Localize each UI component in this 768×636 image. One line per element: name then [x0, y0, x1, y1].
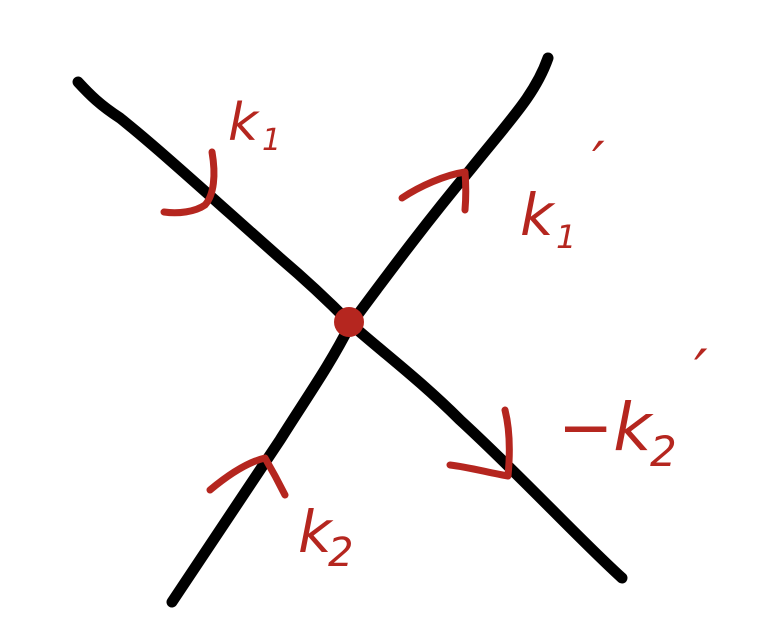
label-k1prime-prime: ′ [592, 131, 605, 196]
arrow-k2prime [446, 406, 513, 480]
label-k1prime: k 1 ′ [520, 131, 605, 256]
label-k2-sub: 2 [328, 530, 353, 576]
arrow-k2 [206, 454, 289, 499]
label-k2: k 2 [298, 498, 353, 576]
arrow-k1 [160, 148, 218, 217]
label-k1-sub: 1 [262, 123, 281, 158]
label-k1prime-sub: 1 [556, 218, 576, 256]
arrow-k1prime [398, 168, 470, 214]
label-k2prime-main: −k [558, 389, 654, 466]
label-k2prime-sub: 2 [650, 427, 677, 476]
label-k1: k 1 [228, 93, 281, 158]
label-k1prime-main: k [520, 181, 556, 249]
label-minus-k2prime: −k 2 ′ [558, 337, 708, 476]
label-k2-main: k [298, 498, 334, 566]
label-k2prime-prime: ′ [694, 337, 708, 407]
label-k1-main: k [228, 93, 260, 153]
vertex-dot [334, 307, 364, 337]
